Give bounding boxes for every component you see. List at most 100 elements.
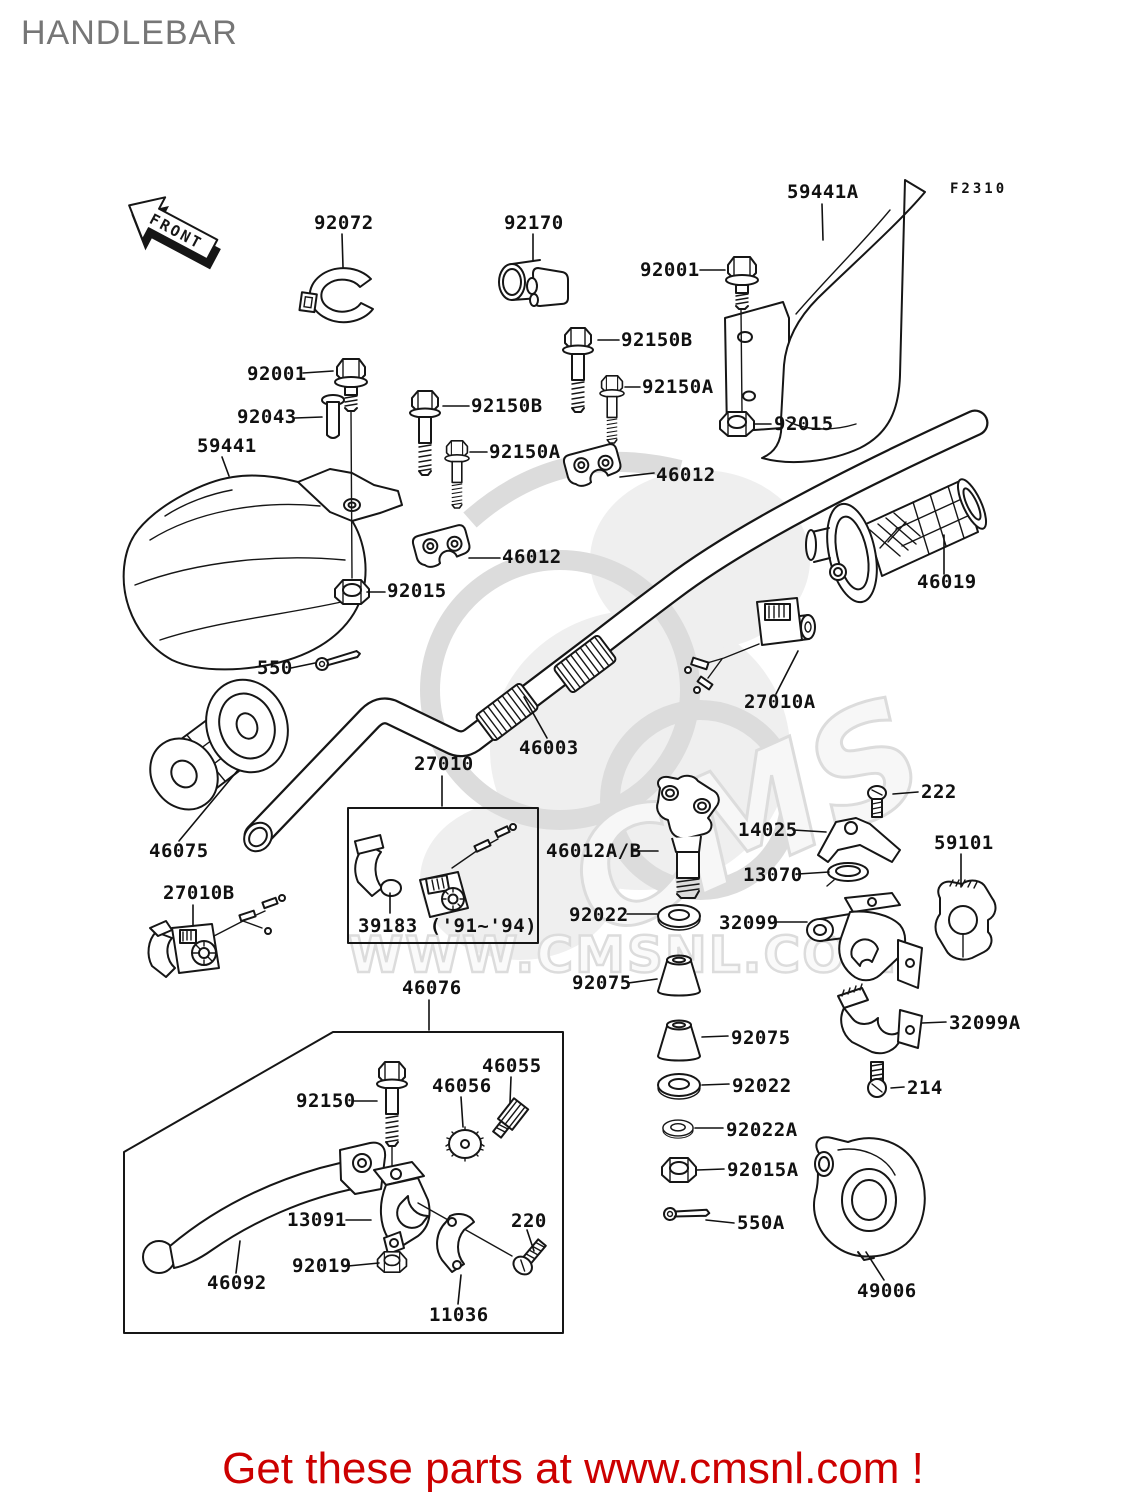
part-label-550a: 550A [737, 1212, 785, 1234]
part-label-92019: 92019 [292, 1255, 352, 1277]
part-label-92150b: 92150B [471, 395, 543, 417]
part-label-46019: 46019 [917, 571, 977, 593]
part-label-27010: 27010 [414, 753, 474, 775]
leader-line-222 [892, 791, 919, 795]
part-label-92150a: 92150A [642, 376, 714, 398]
leader-line-92043 [294, 416, 323, 419]
leader-line-13070 [797, 871, 830, 875]
screw-220 [512, 1238, 547, 1276]
clamp-59101 [934, 879, 997, 961]
leader-line-214 [890, 1086, 905, 1089]
leader-line-92015a [696, 1168, 725, 1171]
part-label-13070: 13070 [743, 864, 803, 886]
cotter-pin-550a [662, 1204, 711, 1226]
bolt-92150a-right [599, 374, 625, 444]
bracket-14025 [817, 817, 901, 863]
part-label-13091: 13091 [287, 1209, 347, 1231]
throttle-case-49006 [813, 1136, 926, 1261]
part-label-222: 222 [921, 781, 957, 803]
part-label-92022: 92022 [569, 904, 629, 926]
nut-92015-left [334, 579, 370, 605]
part-label-550: 550 [257, 657, 293, 679]
part-label-59101: 59101 [934, 832, 994, 854]
part-label-92075: 92075 [731, 1027, 791, 1049]
cone-92075-lower [657, 1019, 701, 1062]
part-label-46056: 46056 [432, 1075, 492, 1097]
switch-27010a [684, 597, 816, 694]
part-label-92015a: 92015A [727, 1159, 799, 1181]
leader-line-92075 [627, 978, 658, 984]
part-label-92022a: 92022A [726, 1119, 798, 1141]
leader-line-92022 [701, 1083, 730, 1086]
ring-13070 [826, 862, 869, 887]
clamp-92170 [498, 259, 569, 307]
leader-line-92019 [347, 1262, 380, 1267]
leader-line-550a [705, 1219, 735, 1224]
part-label-32099: 32099 [719, 912, 779, 934]
nut-92015-right [719, 411, 755, 437]
part-label-214: 214 [907, 1077, 943, 1099]
fasteners-top [313, 256, 759, 672]
leader-line-220 [526, 1229, 535, 1252]
part-label-46092: 46092 [207, 1272, 267, 1294]
washer-92022a [662, 1119, 694, 1139]
adjuster-46056 [445, 1126, 485, 1162]
leader-line-32099a [921, 1021, 947, 1024]
part-label-92170: 92170 [504, 212, 564, 234]
leader-line-46056 [460, 1096, 464, 1128]
front-arrow: FRONT [128, 196, 221, 270]
screw-214 [867, 1061, 887, 1098]
part-label-92150a: 92150A [489, 441, 561, 463]
bolt-92001-right [725, 256, 759, 310]
clamp-46012-left [410, 522, 474, 572]
grip-left-46075 [149, 678, 289, 811]
hand-guard-left [122, 468, 403, 671]
part-label-92015: 92015 [387, 580, 447, 602]
kit-box-46076 [123, 1031, 564, 1334]
part-label-46075: 46075 [149, 840, 209, 862]
grip-right-46019 [805, 478, 988, 604]
leader-line-550 [290, 662, 316, 669]
leader-line-49006 [865, 1251, 885, 1281]
leader-line-92072 [341, 233, 344, 268]
bolt-92150 [376, 1061, 408, 1147]
part-label-92150b: 92150B [621, 329, 693, 351]
leader-line-46012 [619, 472, 655, 478]
cotter-pin-550 [313, 649, 363, 672]
leader-line-27010a [775, 650, 799, 695]
leader-line-46075 [178, 769, 239, 842]
band-92072 [298, 267, 374, 324]
handlebar-tube [243, 409, 989, 853]
riser-46012ab [656, 774, 720, 899]
leader-line-92001 [302, 370, 334, 374]
part-label-27010b: 27010B [163, 882, 235, 904]
washer-92022-upper [657, 904, 701, 931]
part-label-92022: 92022 [732, 1075, 792, 1097]
leader-line-46055 [509, 1076, 512, 1104]
holder-32099a [837, 983, 923, 1055]
part-label-92150: 92150 [296, 1090, 356, 1112]
part-label-46076: 46076 [402, 977, 462, 999]
clamp-11036 [436, 1213, 475, 1273]
part-label-92001: 92001 [247, 363, 307, 385]
washer-92022-lower [657, 1073, 701, 1100]
bolt-92150b-right [562, 327, 594, 413]
part-label-39183-91-94-: 39183 ('91~'94) [358, 915, 537, 937]
part-label-46003: 46003 [519, 737, 579, 759]
part-label-92043: 92043 [237, 406, 297, 428]
clamp-46012-right [561, 441, 625, 491]
holder-32099 [806, 892, 923, 989]
nut-92015a [661, 1157, 697, 1183]
part-label-92072: 92072 [314, 212, 374, 234]
part-label-27010a: 27010A [744, 691, 816, 713]
part-label-14025: 14025 [738, 819, 798, 841]
bolt-92150a-left [444, 439, 470, 509]
adjuster-46055 [492, 1097, 530, 1139]
part-label-92001: 92001 [640, 259, 700, 281]
screw-222 [867, 785, 887, 818]
switch-kit-39183 [347, 807, 539, 944]
switch-27010b [147, 894, 286, 978]
part-label-92015: 92015 [774, 413, 834, 435]
